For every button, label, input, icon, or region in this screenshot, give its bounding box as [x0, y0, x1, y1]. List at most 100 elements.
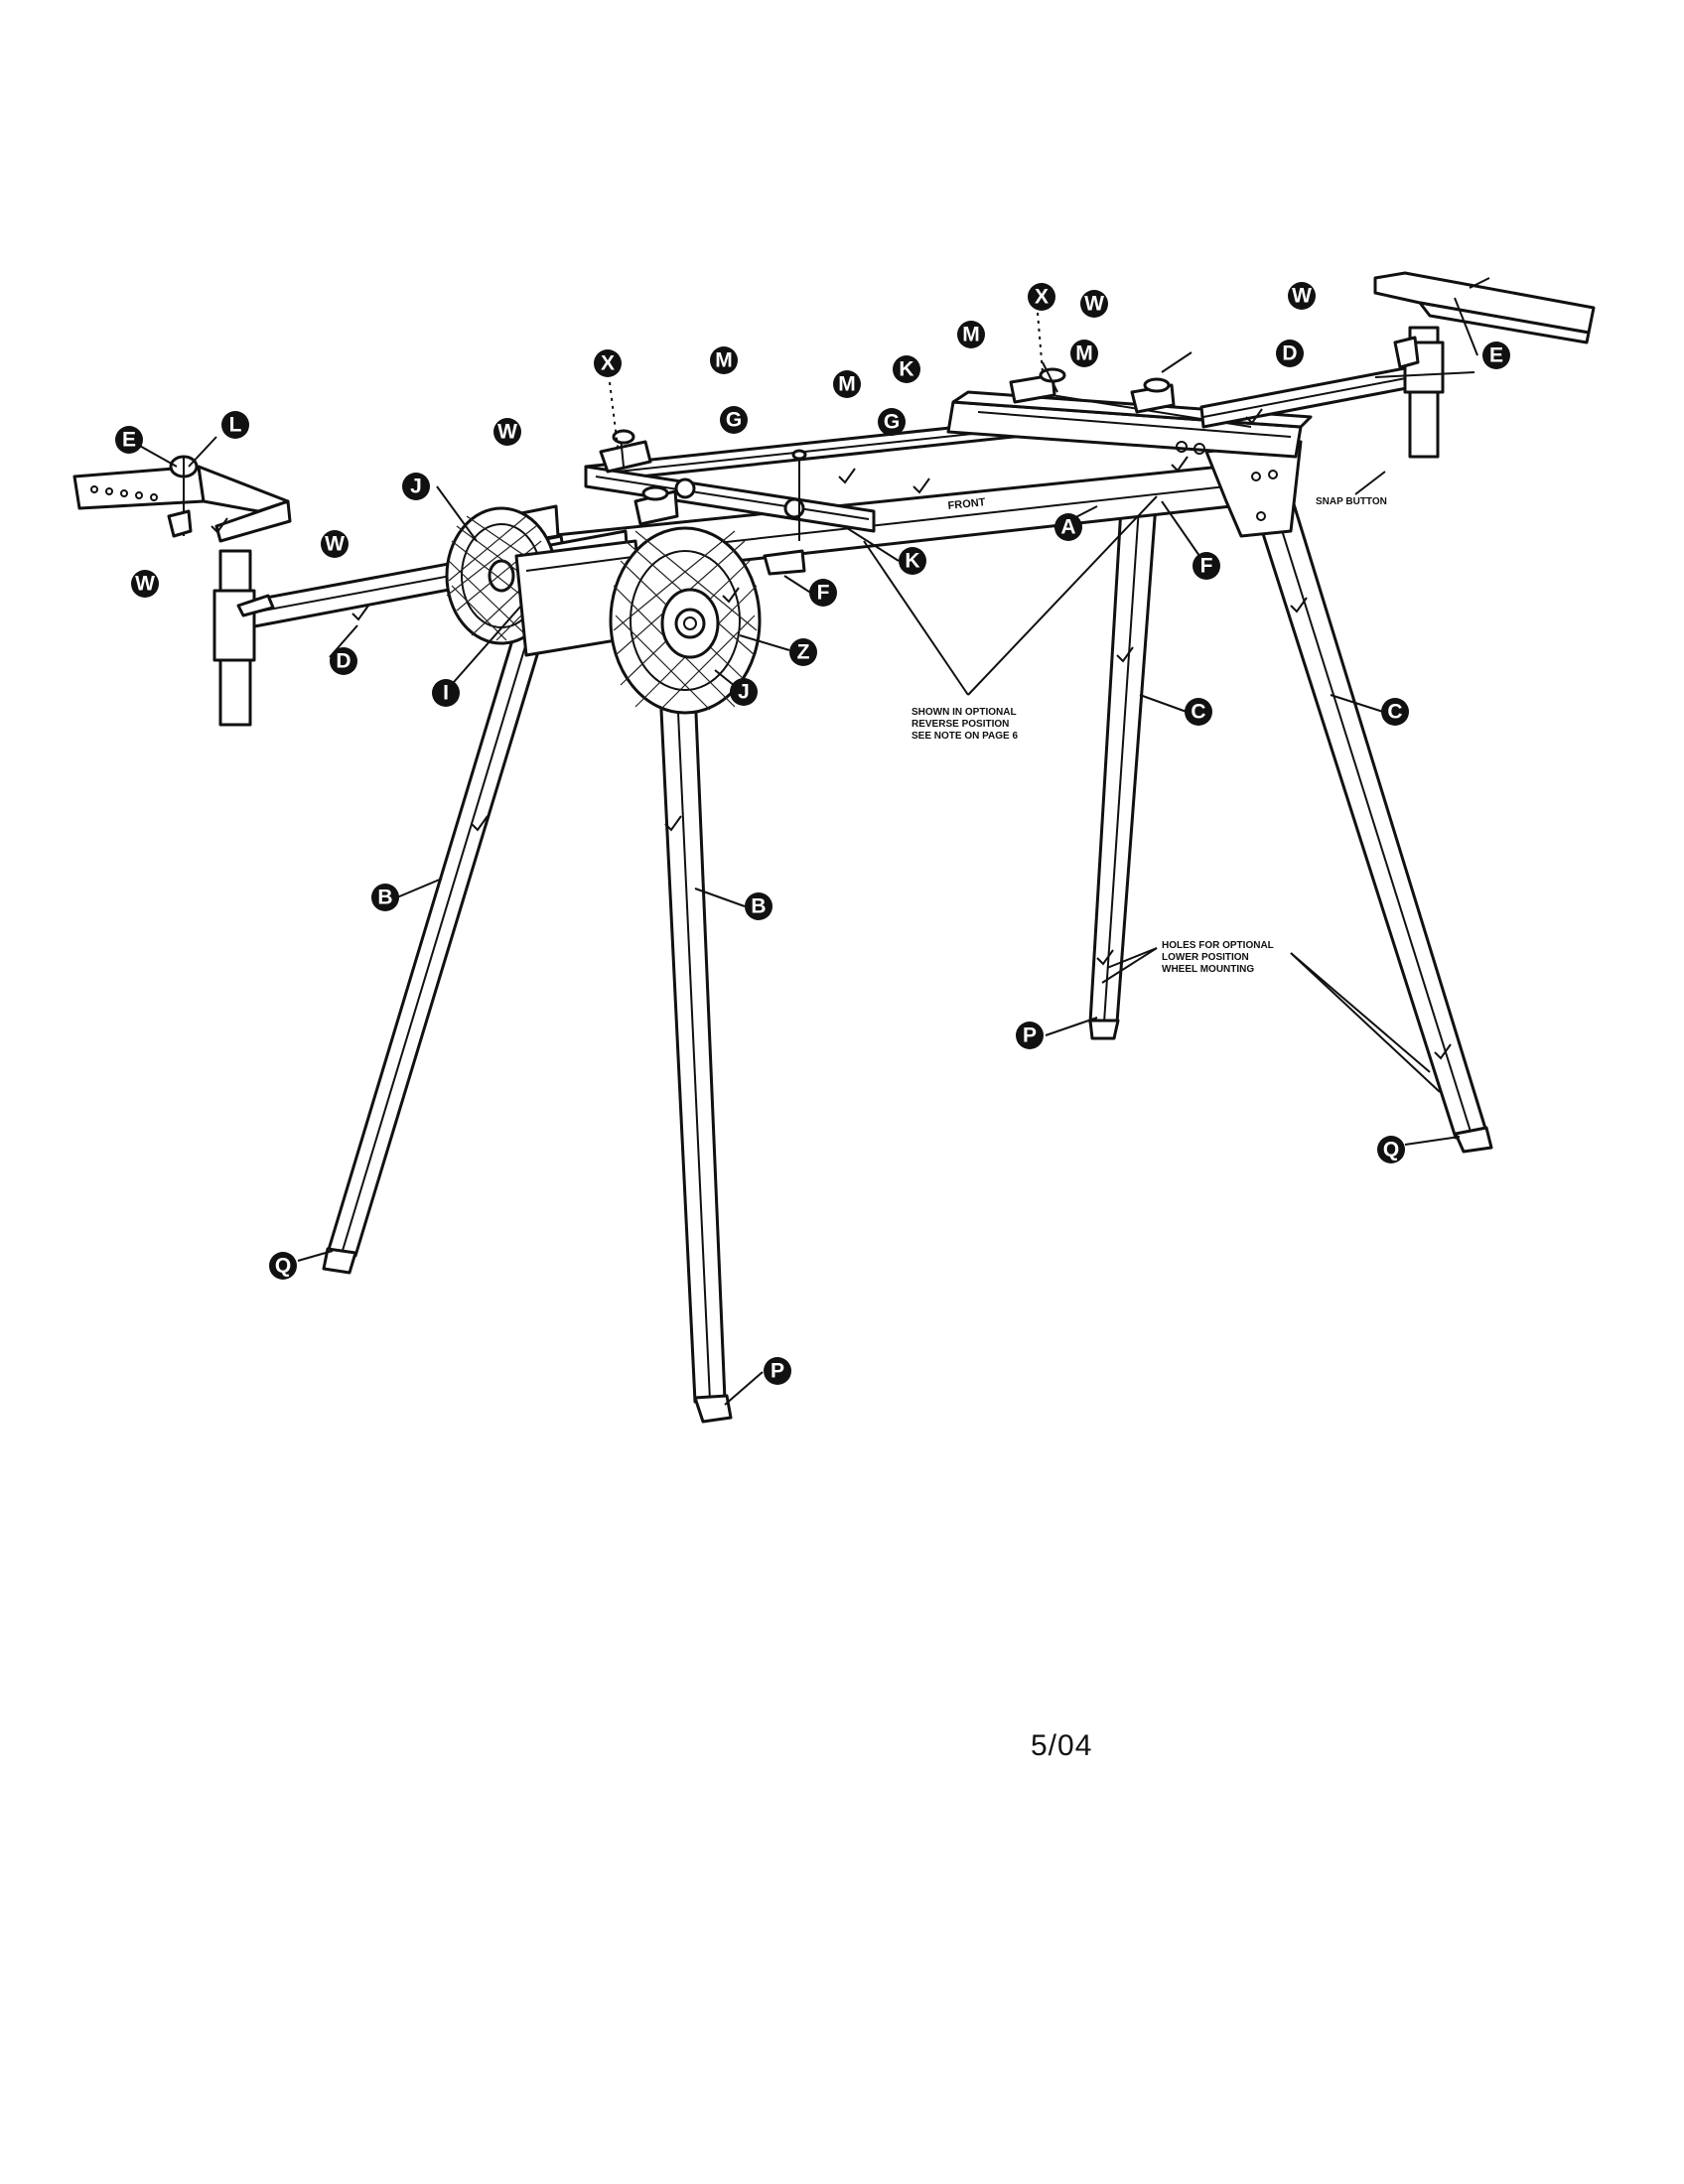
svg-text:C: C [1191, 701, 1205, 724]
callout-m-mid: M [833, 370, 861, 398]
callout-c-inner: C [1185, 698, 1212, 726]
svg-text:SHOWN IN OPTIONAL: SHOWN IN OPTIONAL [912, 707, 1017, 718]
svg-text:M: M [715, 349, 733, 372]
leader-lines [128, 297, 1478, 1406]
callout-w-mid: W [493, 418, 521, 446]
callout-l: L [221, 411, 249, 439]
callout-f-mid: F [809, 579, 837, 607]
svg-text:G: G [884, 411, 900, 434]
svg-text:HOLES FOR OPTIONAL: HOLES FOR OPTIONAL [1162, 940, 1274, 951]
tick-marks [210, 408, 1452, 1060]
svg-text:L: L [229, 414, 242, 437]
svg-text:Z: Z [797, 641, 810, 664]
callout-p-front: P [764, 1357, 791, 1385]
callout-m-left: M [710, 346, 738, 374]
svg-text:P: P [771, 1360, 784, 1383]
svg-text:B: B [751, 895, 766, 918]
callout-i: I [432, 679, 460, 707]
svg-text:G: G [726, 409, 742, 432]
svg-text:W: W [1292, 285, 1312, 308]
svg-text:W: W [325, 533, 345, 556]
callout-z: Z [789, 638, 817, 666]
callout-j-lower: J [730, 678, 758, 706]
callout-a: A [1054, 513, 1082, 541]
svg-text:E: E [122, 429, 136, 452]
dashed-leader-x-right [1037, 312, 1044, 373]
callout-q-right: Q [1377, 1136, 1405, 1163]
callout-f-right: F [1193, 552, 1220, 580]
callout-d-left: D [330, 647, 357, 675]
svg-text:D: D [336, 650, 351, 673]
front-label: FRONT [947, 496, 986, 512]
callout-k-top: K [893, 355, 920, 383]
support-e-right [1373, 271, 1596, 344]
svg-text:Q: Q [275, 1255, 291, 1278]
svg-text:W: W [135, 573, 155, 596]
callout-c-outer: C [1381, 698, 1409, 726]
leg-b-front [658, 688, 733, 1424]
svg-text:X: X [601, 352, 615, 375]
callout-j-upper: J [402, 473, 430, 500]
svg-text:D: D [1282, 342, 1297, 365]
svg-text:J: J [738, 681, 750, 704]
mounting-rail-k-left [584, 465, 876, 533]
svg-text:A: A [1060, 516, 1075, 539]
support-e-left [72, 455, 292, 543]
svg-text:WHEEL MOUNTING: WHEEL MOUNTING [1162, 964, 1254, 975]
leg-c-outer [1249, 492, 1493, 1154]
holes-note: HOLES FOR OPTIONAL LOWER POSITION WHEEL … [1162, 940, 1274, 975]
svg-text:C: C [1387, 701, 1402, 724]
callout-d-right: D [1276, 340, 1304, 367]
svg-text:M: M [962, 324, 980, 346]
svg-text:P: P [1023, 1024, 1037, 1047]
callout-g-left: G [720, 406, 748, 434]
callout-w-top2: W [1288, 282, 1316, 310]
callout-q-left: Q [269, 1252, 297, 1280]
callout-x-left: X [594, 349, 622, 377]
clamp-right-x [1009, 361, 1066, 404]
svg-text:K: K [899, 358, 913, 381]
extension-tube-right [1393, 326, 1445, 459]
extension-tube-left [212, 549, 275, 727]
svg-text:X: X [1035, 286, 1049, 309]
svg-text:E: E [1489, 344, 1503, 367]
callout-x-right: X [1028, 283, 1055, 311]
callout-p-right: P [1016, 1022, 1044, 1049]
callout-k-low: K [899, 547, 926, 575]
svg-text:I: I [443, 682, 449, 705]
svg-text:LOWER POSITION: LOWER POSITION [1162, 952, 1249, 963]
svg-text:F: F [817, 582, 830, 605]
callout-w-top1: W [1080, 290, 1108, 318]
svg-text:W: W [1084, 293, 1104, 316]
leg-c-inner [1088, 489, 1159, 1040]
clamp-center [763, 449, 807, 576]
wheel-j-front [609, 526, 762, 715]
svg-text:B: B [377, 887, 392, 909]
svg-text:J: J [410, 476, 422, 498]
svg-text:F: F [1200, 555, 1213, 578]
callout-w-left-mid: W [321, 530, 349, 558]
svg-text:Q: Q [1383, 1139, 1399, 1161]
svg-text:M: M [1075, 342, 1093, 365]
callout-m-top: M [957, 321, 985, 348]
callout-e-left: E [115, 426, 143, 454]
callout-b-right: B [745, 892, 772, 920]
callout-m-right: M [1070, 340, 1098, 367]
callout-e-right: E [1482, 341, 1510, 369]
callout-g-mid: G [878, 408, 906, 436]
snap-button-note: SNAP BUTTON [1316, 496, 1387, 507]
svg-text:K: K [905, 550, 919, 573]
dashed-leader-x-left [609, 381, 619, 448]
svg-text:REVERSE POSITION: REVERSE POSITION [912, 719, 1009, 730]
callout-b-left: B [371, 884, 399, 911]
callout-w-left-low: W [131, 570, 159, 598]
clamp-right-m [1130, 351, 1193, 414]
svg-text:SNAP BUTTON: SNAP BUTTON [1316, 496, 1387, 507]
svg-text:M: M [838, 373, 856, 396]
reverse-position-note: SHOWN IN OPTIONAL REVERSE POSITION SEE N… [912, 707, 1018, 742]
clamp-left [599, 429, 679, 526]
svg-text:SEE NOTE ON PAGE 6: SEE NOTE ON PAGE 6 [912, 731, 1018, 742]
svg-text:W: W [497, 421, 517, 444]
page-date: 5/04 [1031, 1729, 1093, 1762]
